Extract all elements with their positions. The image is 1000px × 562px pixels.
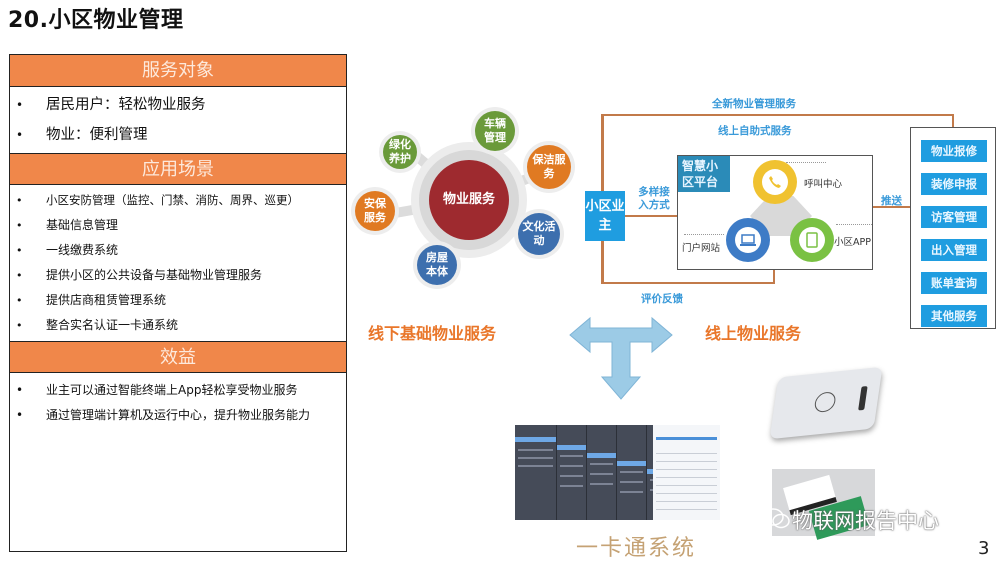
flow-line xyxy=(873,206,910,208)
online-caption: 线上物业服务 xyxy=(705,324,802,343)
cards-image xyxy=(772,469,875,540)
flow-line xyxy=(601,114,604,192)
card-reader-image xyxy=(769,366,883,440)
label-feedback: 评价反馈 xyxy=(641,293,683,305)
bubble-culture: 文化活动 xyxy=(518,213,560,255)
label-access: 多样接入方式 xyxy=(638,186,670,211)
service-renovation[interactable]: 装修申报 xyxy=(921,173,987,195)
owner-box: 小区业主 xyxy=(585,191,625,241)
service-other[interactable]: 其他服务 xyxy=(921,305,987,327)
list-item: 一线缴费系统 xyxy=(10,238,346,263)
card-system-table xyxy=(653,425,720,520)
online-services-box: 物业报修 装修申报 访客管理 出入管理 账单查询 其他服务 xyxy=(910,127,996,329)
portal-label: 门户网站 xyxy=(682,243,721,254)
hub-center: 物业服务 xyxy=(429,160,509,240)
bubble-security: 安保服务 xyxy=(355,191,395,231)
list-item: 居民用户：轻松物业服务 xyxy=(10,90,346,120)
flow-line xyxy=(601,282,775,284)
laptop-icon xyxy=(735,227,761,253)
app-label: 小区APP xyxy=(834,237,871,248)
app-node xyxy=(790,218,834,262)
bubble-housing: 房屋本体 xyxy=(417,245,457,285)
call-center-label: 呼叫中心 xyxy=(804,179,843,190)
list-item: 提供小区的公共设备与基础物业管理服务 xyxy=(10,263,346,288)
smart-community-platform: 智慧小区平台 呼叫中心 门户网站 小区APP xyxy=(677,155,873,270)
slide-title: 20.小区物业管理 xyxy=(8,8,184,33)
section-header-service-target: 服务对象 xyxy=(10,55,346,87)
service-bill[interactable]: 账单查询 xyxy=(921,272,987,294)
connector xyxy=(786,162,826,163)
list-item: 物业：便利管理 xyxy=(10,120,346,150)
label-self-service: 线上自助式服务 xyxy=(718,125,792,137)
watermark: 物联网报告中心 xyxy=(792,509,939,533)
list-item: 整合实名认证一卡通系统 xyxy=(10,313,346,338)
scenario-list: 小区安防管理（监控、门禁、消防、周界、巡更） 基础信息管理 一线缴费系统 提供小… xyxy=(10,185,346,341)
label-new-management: 全新物业管理服务 xyxy=(712,98,796,110)
phone-icon xyxy=(762,169,788,195)
section-header-benefits: 效益 xyxy=(10,341,346,373)
page-number: 3 xyxy=(978,538,990,559)
bubble-cleaning: 保洁服务 xyxy=(527,145,571,189)
wechat-icon xyxy=(762,508,790,529)
list-item: 小区安防管理（监控、门禁、消防、周界、巡更） xyxy=(10,188,346,213)
offline-caption: 线下基础物业服务 xyxy=(368,324,497,343)
platform-tag: 智慧小区平台 xyxy=(678,156,730,192)
portal-node xyxy=(726,218,770,262)
label-push: 推送 xyxy=(881,195,902,207)
service-access[interactable]: 出入管理 xyxy=(921,239,987,261)
card-system-title: 一卡通系统 xyxy=(576,536,697,561)
flow-line xyxy=(625,215,677,217)
service-visitor[interactable]: 访客管理 xyxy=(921,206,987,228)
connector xyxy=(684,234,724,235)
call-center-node xyxy=(753,160,797,204)
service-target-list: 居民用户：轻松物业服务 物业：便利管理 xyxy=(10,87,346,153)
service-repair[interactable]: 物业报修 xyxy=(921,140,987,162)
flow-line xyxy=(773,270,775,284)
flow-line xyxy=(601,241,604,284)
list-item: 业主可以通过智能终端上App轻松享受物业服务 xyxy=(10,378,346,403)
benefit-list: 业主可以通过智能终端上App轻松享受物业服务 通过管理端计算机及运行中心，提升物… xyxy=(10,373,346,431)
list-item: 提供店商租赁管理系统 xyxy=(10,288,346,313)
flow-line xyxy=(952,114,954,128)
bubble-greening: 绿化养护 xyxy=(383,135,417,169)
list-item: 基础信息管理 xyxy=(10,213,346,238)
tablet-icon xyxy=(799,227,825,253)
list-item: 通过管理端计算机及运行中心，提升物业服务能力 xyxy=(10,403,346,428)
offline-service-hub: 物业服务 车辆管理 保洁服务 文化活动 房屋本体 安保服务 绿化养护 xyxy=(355,105,585,285)
t-arrow-icon xyxy=(569,316,673,400)
connector xyxy=(836,224,872,225)
flow-line xyxy=(601,114,954,116)
bubble-vehicle: 车辆管理 xyxy=(475,111,515,151)
info-panel: 服务对象 居民用户：轻松物业服务 物业：便利管理 应用场景 小区安防管理（监控、… xyxy=(9,54,347,552)
section-header-scenarios: 应用场景 xyxy=(10,153,346,185)
